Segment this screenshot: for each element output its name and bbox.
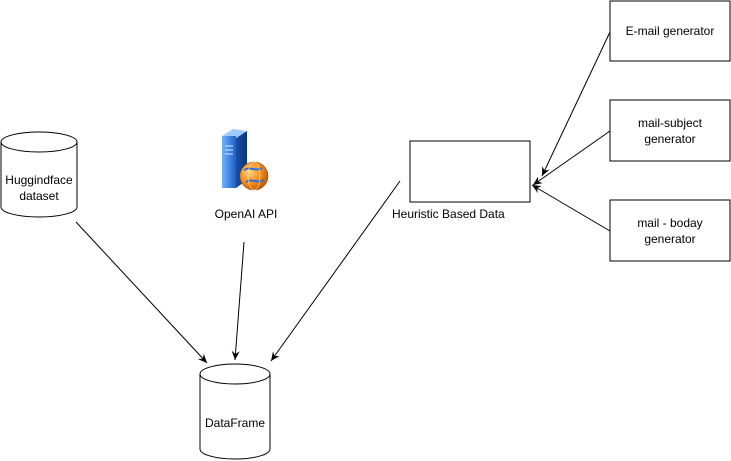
edges [75,31,611,364]
edge-huggingface-to-dataframe [75,221,208,364]
huggingface-dataset-cylinder[interactable] [0,131,78,218]
subject-generator-label: mail-subject generator [637,116,703,146]
email-generator-box[interactable] [609,0,731,62]
edge-email-generator-to-heuristic [541,31,611,177]
edge-body-generator-to-heuristic [531,184,611,232]
subject-generator-box[interactable] [609,99,731,162]
openai-api-label: OpenAI API [214,207,278,221]
heuristic-label: Heuristic Based Data [392,207,505,221]
huggingface-label: Huggindface dataset [5,173,73,203]
edge-heuristic-to-dataframe [270,180,401,362]
server-globe-icon[interactable] [222,129,269,191]
edge-openai-to-dataframe [231,241,245,361]
dataframe-cylinder[interactable] [199,363,271,460]
heuristic-box[interactable] [409,140,531,203]
body-generator-box[interactable] [609,199,731,262]
edge-subject-generator-to-heuristic [532,130,611,186]
email-generator-label: E-mail generator [625,24,715,38]
dataframe-label: DataFrame [204,416,266,430]
body-generator-label: mail - boday generator [637,216,703,246]
